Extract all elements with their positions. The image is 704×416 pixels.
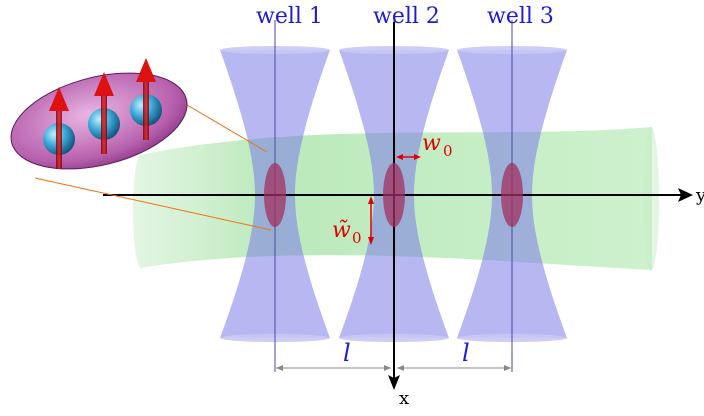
well-3-label: well 3 xyxy=(487,4,554,29)
y-axis-label: y xyxy=(695,185,704,206)
zoom-line-lower xyxy=(34,177,272,231)
well-2-label: well 2 xyxy=(373,4,440,29)
atom-cloud-2 xyxy=(383,163,405,227)
spin-up-arrow-icon xyxy=(49,87,69,169)
x-axis-label: x xyxy=(399,388,409,409)
atom-cloud-3 xyxy=(501,163,523,227)
spin-up-arrow-icon xyxy=(94,72,114,154)
spacing-dimensions: l l xyxy=(276,339,511,371)
guide-beam-right-face xyxy=(643,127,659,271)
waist-w0-subscript: 0 xyxy=(443,142,453,160)
atom-clouds xyxy=(264,163,523,227)
atom-cloud-1 xyxy=(264,163,286,227)
spin-up-arrow-icon xyxy=(136,58,156,140)
waist-w0-marker: w 0 xyxy=(396,131,453,160)
spacing-left-label: l xyxy=(343,339,351,367)
y-axis-arrowhead xyxy=(678,188,693,202)
spacing-right-label: l xyxy=(462,339,470,367)
atom-inset xyxy=(10,58,188,170)
x-axis-arrowhead xyxy=(388,375,400,390)
waist-w0-tilde-marker: w̃ 0 xyxy=(332,196,374,247)
atom-group xyxy=(43,58,162,169)
atom-1 xyxy=(43,87,75,169)
waist-w0-tilde-label: w̃ xyxy=(332,218,351,243)
atom-2 xyxy=(88,72,120,154)
well-1-label: well 1 xyxy=(256,4,323,29)
waist-w0-tilde-subscript: 0 xyxy=(352,229,362,247)
waist-w0-label: w xyxy=(422,131,441,156)
guide-beam-left-face xyxy=(133,154,149,268)
atom-3 xyxy=(130,58,162,140)
